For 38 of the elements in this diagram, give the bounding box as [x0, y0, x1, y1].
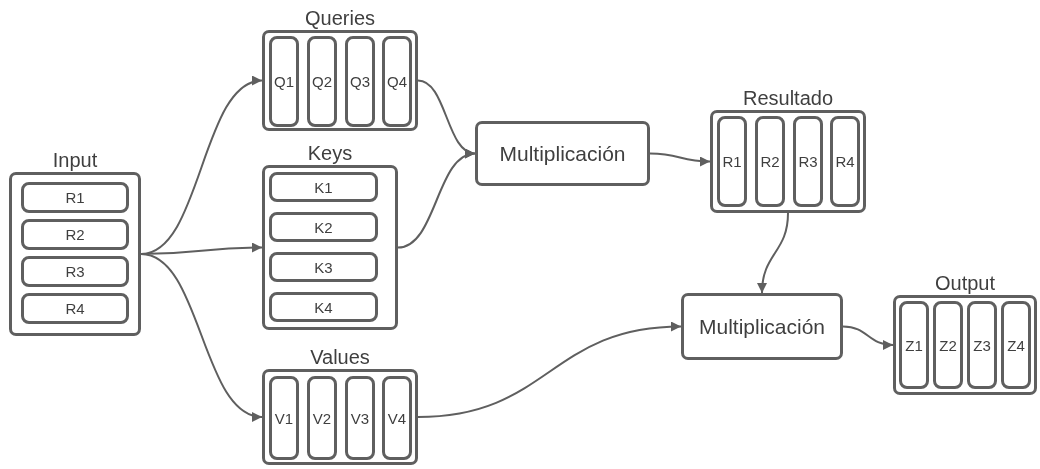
column-box: R2 — [755, 116, 785, 207]
column-box: Z2 — [933, 301, 963, 389]
group-heading: Queries — [304, 6, 376, 30]
column-box: Z4 — [1001, 301, 1031, 389]
column-box: Z3 — [967, 301, 997, 389]
arrow — [417, 322, 682, 418]
arrow — [842, 325, 894, 350]
row-box: R2 — [21, 219, 129, 250]
row-box: R3 — [21, 256, 129, 287]
column-box: Q4 — [382, 36, 412, 127]
column-box: R1 — [717, 116, 747, 207]
row-box: R4 — [21, 293, 129, 324]
column-box: V3 — [345, 376, 375, 460]
arrow — [649, 152, 711, 167]
column-box: Q1 — [269, 36, 299, 127]
group-heading: Input — [51, 148, 99, 172]
arrow — [140, 253, 263, 420]
column-box: Q3 — [345, 36, 375, 127]
group-heading: Resultado — [741, 86, 835, 110]
arrow — [397, 150, 476, 249]
group-heading: Values — [309, 345, 371, 369]
column-box: V2 — [307, 376, 337, 460]
column-box: Z1 — [899, 301, 929, 389]
row-box: R1 — [21, 182, 129, 213]
row-box: K3 — [269, 252, 378, 282]
arrow — [757, 212, 789, 294]
process-box: Multiplicación — [681, 293, 843, 360]
group-heading: Output — [933, 271, 996, 295]
column-box: V4 — [382, 376, 412, 460]
column-box: R4 — [830, 116, 860, 207]
column-box: V1 — [269, 376, 299, 460]
row-box: K2 — [269, 212, 378, 242]
column-box: Q2 — [307, 36, 337, 127]
row-box: K4 — [269, 292, 378, 322]
group-heading: Keys — [306, 141, 354, 165]
process-box: Multiplicación — [475, 121, 650, 186]
row-box: K1 — [269, 172, 378, 202]
column-box: R3 — [793, 116, 823, 207]
